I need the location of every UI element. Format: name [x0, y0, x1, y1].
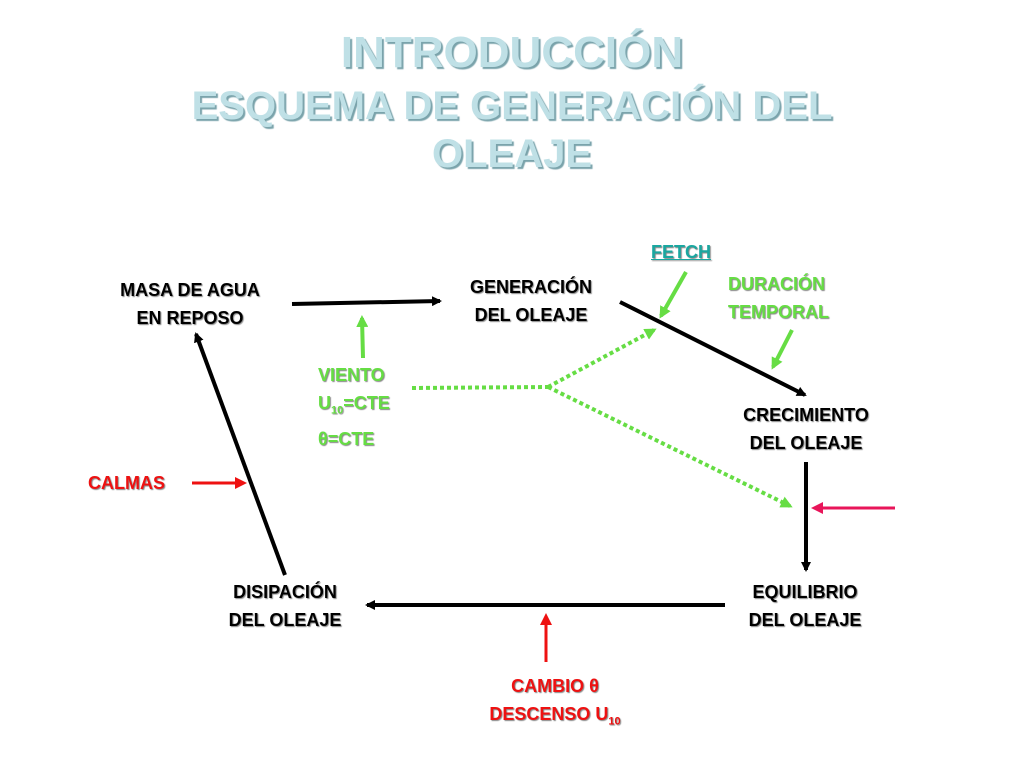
node-generacion-line2: DEL OLEAJE: [474, 305, 588, 325]
subtitle-line-1: ESQUEMA DE GENERACIÓN DEL: [191, 84, 833, 128]
node-masa-de-agua: MASA DE AGUA EN REPOSO: [100, 276, 280, 332]
label-viento: VIENTO U10=CTE θ=CTE: [318, 361, 390, 453]
label-descenso-u-sub: 10: [608, 715, 621, 728]
label-fetch: FETCH: [651, 242, 711, 262]
node-disipacion-line2: DEL OLEAJE: [228, 610, 342, 630]
node-equilibrio-line2: DEL OLEAJE: [748, 610, 862, 630]
node-generacion-line1: GENERACIÓN: [469, 277, 592, 297]
page-subtitle: ESQUEMA DE GENERACIÓN DEL OLEAJE: [0, 82, 1024, 178]
node-masa-line1: MASA DE AGUA: [120, 280, 260, 300]
subtitle-line-2: OLEAJE: [431, 132, 593, 176]
node-disipacion-line1: DISIPACIÓN: [233, 582, 337, 602]
arrow-duracion: [771, 329, 794, 370]
label-cambio-descenso: CAMBIO θ DESCENSO U10: [460, 672, 650, 736]
node-generacion: GENERACIÓN DEL OLEAJE: [446, 273, 616, 329]
arrow-viento-up: [356, 315, 369, 359]
node-disipacion: DISIPACIÓN DEL OLEAJE: [205, 578, 365, 634]
arrow-generacion-to-crecimiento: [619, 300, 807, 397]
dotted-viento-line: [411, 385, 549, 390]
label-viento-u-tail: =CTE: [343, 393, 390, 413]
node-crecimiento-line2: DEL OLEAJE: [749, 433, 863, 453]
arrow-masa-to-generacion: [291, 296, 442, 307]
label-viento-u-sub: 10: [331, 404, 344, 417]
label-viento-line2: U10=CTE: [318, 389, 390, 425]
node-masa-line2: EN REPOSO: [136, 308, 244, 328]
label-viento-line3: θ=CTE: [318, 428, 375, 449]
label-viento-line1: VIENTO: [318, 365, 385, 385]
arrow-fetch: [659, 271, 688, 319]
label-duracion-line2: TEMPORAL: [728, 302, 829, 322]
label-cambio-line2: DESCENSO U10: [460, 700, 650, 736]
dotted-to-crecimiento: [547, 385, 793, 508]
node-equilibrio-line1: EQUILIBRIO: [752, 582, 858, 602]
label-calmas: CALMAS: [88, 473, 165, 493]
label-descenso-u: DESCENSO U: [489, 704, 609, 724]
node-crecimiento-line1: CRECIMIENTO: [743, 405, 869, 425]
arrow-disipacion-to-masa: [194, 332, 287, 576]
node-equilibrio: EQUILIBRIO DEL OLEAJE: [725, 578, 885, 634]
label-cambio-line1: CAMBIO θ: [511, 676, 599, 696]
label-duracion-temporal: DURACIÓN TEMPORAL: [728, 270, 829, 326]
node-crecimiento: CRECIMIENTO DEL OLEAJE: [718, 401, 894, 457]
page-title: INTRODUCCIÓN: [340, 28, 684, 77]
label-viento-u: U: [318, 393, 331, 413]
label-duracion-line1: DURACIÓN: [728, 274, 825, 294]
dotted-to-generacion: [547, 328, 657, 389]
